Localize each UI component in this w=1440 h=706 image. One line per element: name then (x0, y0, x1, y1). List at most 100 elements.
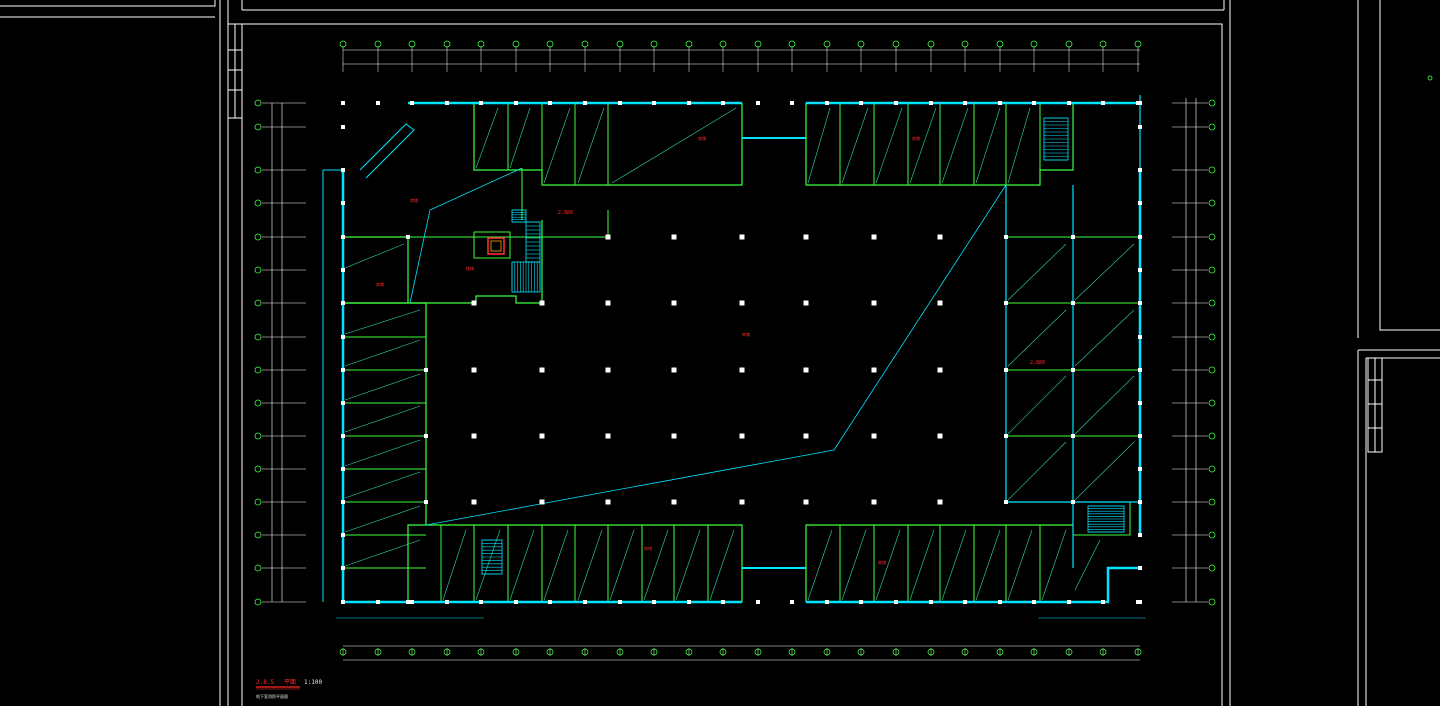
drawing-subtitle: 地下室消防平面图 (256, 693, 288, 699)
axis-bubble (1208, 166, 1216, 174)
axis-bubble (512, 40, 520, 48)
axis-bubble (823, 40, 831, 48)
column (605, 234, 611, 240)
axis-bubble (616, 40, 624, 48)
axis-bubble (788, 40, 796, 48)
column (410, 101, 414, 105)
sweep-line (543, 107, 571, 184)
axis-bubble (1030, 40, 1038, 48)
column (341, 368, 345, 372)
column (548, 101, 552, 105)
axis-bubble (1208, 564, 1216, 572)
axis-bubble (685, 648, 693, 656)
room-label-corner-left: 商铺 (376, 281, 384, 287)
axis-bubble (996, 40, 1004, 48)
axis-bubble (254, 123, 262, 131)
column (341, 566, 345, 570)
column (583, 101, 587, 105)
axis-bubble (581, 40, 589, 48)
sweep-line (807, 107, 831, 184)
column (539, 367, 545, 373)
sweep-line (344, 439, 421, 467)
column (963, 101, 967, 105)
grid-axis-bubbles (254, 40, 1216, 656)
sweep-line (1041, 529, 1067, 601)
axis-bubble (1134, 648, 1142, 656)
title-block-left (227, 23, 243, 119)
dimension-lines (262, 46, 1208, 661)
axis-bubble (443, 648, 451, 656)
column (445, 600, 449, 604)
axis-bubble (254, 366, 262, 374)
column (671, 300, 677, 306)
sweep-line (1074, 309, 1135, 367)
sweep-line (1074, 375, 1135, 435)
axis-bubble (1208, 333, 1216, 341)
column (410, 600, 414, 604)
sweep-line (442, 529, 467, 601)
sweep-line (611, 107, 737, 184)
axis-bubble (650, 40, 658, 48)
sweep-line (1007, 107, 1031, 184)
axis-bubble (1065, 648, 1073, 656)
column (859, 600, 863, 604)
axis-bubble (754, 40, 762, 48)
column (605, 367, 611, 373)
axis-bubble (408, 40, 416, 48)
column (739, 300, 745, 306)
sweep-line (709, 529, 735, 601)
column (618, 101, 622, 105)
elevator-shaft (473, 231, 511, 259)
axis-bubble (650, 648, 658, 656)
column (548, 600, 552, 604)
room-label-shop-top: 商铺 (698, 135, 706, 141)
column (929, 600, 933, 604)
column (341, 101, 345, 105)
axis-bubble (685, 40, 693, 48)
axis-bubble (1208, 399, 1216, 407)
stair-flight (1043, 117, 1069, 161)
column (937, 433, 943, 439)
column (605, 433, 611, 439)
column (1101, 600, 1105, 604)
axis-bubble (254, 266, 262, 274)
column (618, 600, 622, 604)
column (479, 600, 483, 604)
column (825, 600, 829, 604)
column (652, 101, 656, 105)
axis-bubble (254, 233, 262, 241)
axis-bubble (857, 40, 865, 48)
column (687, 600, 691, 604)
sweep-line (509, 529, 535, 601)
column (341, 600, 345, 604)
column (341, 235, 345, 239)
axis-bubble (254, 299, 262, 307)
drawing-title-number: 2.8.5 (256, 679, 274, 686)
column (539, 499, 545, 505)
sweep-line (543, 529, 569, 601)
column (341, 467, 345, 471)
column (1071, 500, 1075, 504)
column (341, 434, 345, 438)
stair-flight (511, 261, 541, 293)
axis-bubble (1099, 648, 1107, 656)
axis-bubble (254, 399, 262, 407)
sweep-line (577, 107, 605, 184)
shop-corner-left (343, 236, 409, 304)
column (671, 499, 677, 505)
column (1138, 434, 1142, 438)
axis-bubble (892, 40, 900, 48)
axis-bubble (1208, 199, 1216, 207)
axis-bubble (1208, 465, 1216, 473)
sweep-line (344, 539, 421, 567)
column (1004, 301, 1008, 305)
elevator-car (487, 237, 505, 255)
axis-bubble (892, 648, 900, 656)
column (1138, 301, 1142, 305)
stair-flight (481, 539, 503, 575)
axis-bubble (754, 648, 762, 656)
axis-bubble (1208, 99, 1216, 107)
column (1004, 235, 1008, 239)
column (1101, 101, 1105, 105)
column (937, 234, 943, 240)
